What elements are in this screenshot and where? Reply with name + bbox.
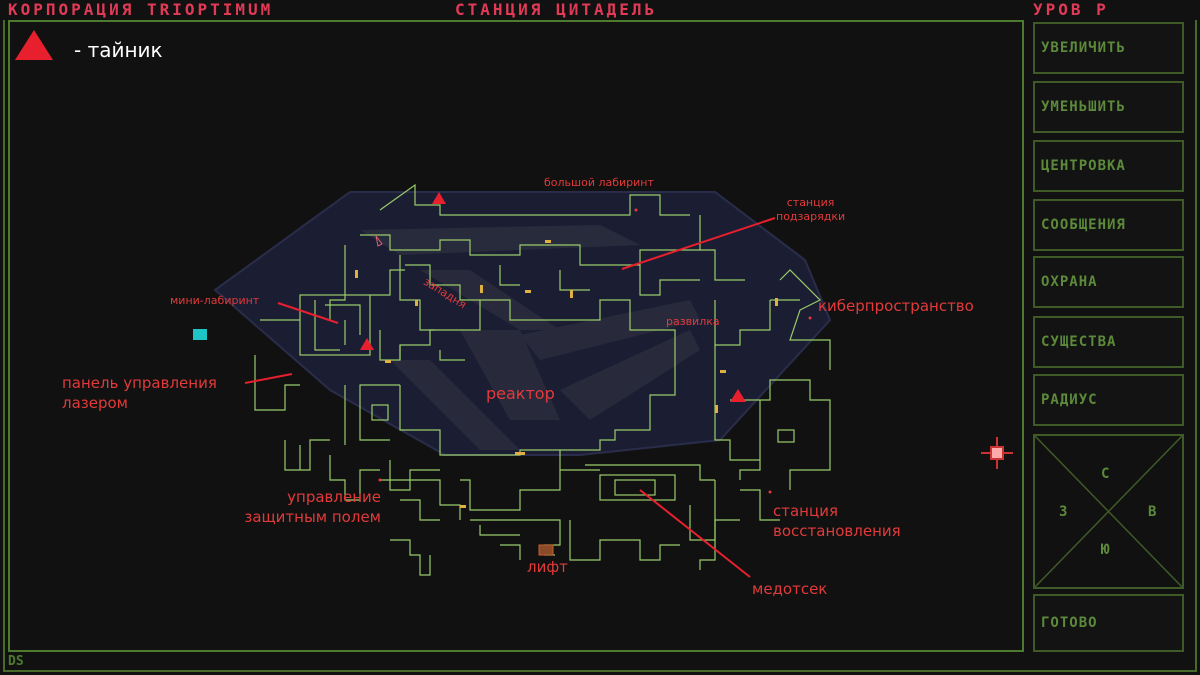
label-mini-maze: мини-лабиринт [170, 294, 260, 307]
corporation-title: КОРПОРАЦИЯ TRIOPTIMUM [8, 0, 274, 19]
cache-legend-icon [15, 30, 53, 60]
radius-button[interactable]: РАДИУС [1033, 374, 1184, 426]
center-button[interactable]: ЦЕНТРОВКА [1033, 140, 1184, 192]
compass-panel[interactable]: С Ю З В [1033, 434, 1184, 589]
label-cyberspace: киберпространство [818, 297, 974, 315]
station-title: СТАНЦИЯ ЦИТАДЕЛЬ [455, 0, 658, 19]
label-medbay: медотсек [752, 580, 828, 598]
cache-marker[interactable] [730, 389, 746, 402]
map-viewport[interactable] [8, 20, 1024, 652]
compass-south: Ю [1101, 542, 1110, 558]
broken-marker [375, 235, 383, 247]
label-laser-panel: панель управления лазером [62, 374, 217, 412]
lift-marker[interactable] [538, 544, 554, 556]
done-button[interactable]: ГОТОВО [1033, 594, 1184, 652]
label-big-maze: большой лабиринт [544, 176, 654, 189]
door-markers [355, 240, 778, 508]
compass-west: З [1059, 504, 1068, 520]
cache-marker[interactable] [360, 338, 374, 350]
map-dot [634, 208, 638, 212]
label-charge-station: станция подзарядки [776, 196, 846, 223]
crosshair-cursor[interactable] [981, 437, 1013, 469]
compass-north: С [1101, 466, 1110, 482]
label-lift: лифт [527, 558, 568, 576]
map-dot [378, 478, 382, 482]
zoom-in-button[interactable]: УВЕЛИЧИТЬ [1033, 22, 1184, 74]
level-indicator: УРОВ Р [1033, 0, 1109, 19]
cache-marker[interactable] [432, 192, 446, 204]
label-shield-control: управление защитным полем [244, 488, 381, 526]
security-button[interactable]: ОХРАНА [1033, 256, 1184, 308]
creatures-button[interactable]: СУЩЕСТВА [1033, 316, 1184, 368]
footer-tag: DS [8, 654, 24, 669]
player-position-marker [193, 329, 207, 340]
cache-legend-text: - тайник [74, 38, 163, 62]
compass-cross-icon [1035, 436, 1182, 587]
zoom-out-button[interactable]: УМЕНЬШИТЬ [1033, 81, 1184, 133]
label-pointers [244, 217, 776, 578]
label-restoration-station: станция восстановления [773, 502, 901, 540]
map-dot [768, 490, 772, 494]
map-dot [808, 316, 812, 320]
top-bar: КОРПОРАЦИЯ TRIOPTIMUM СТАНЦИЯ ЦИТАДЕЛЬ У… [0, 0, 1200, 20]
messages-button[interactable]: СООБЩЕНИЯ [1033, 199, 1184, 251]
label-fork: развилка [666, 315, 720, 328]
label-reactor: реактор [486, 384, 555, 403]
compass-east: В [1148, 504, 1157, 520]
